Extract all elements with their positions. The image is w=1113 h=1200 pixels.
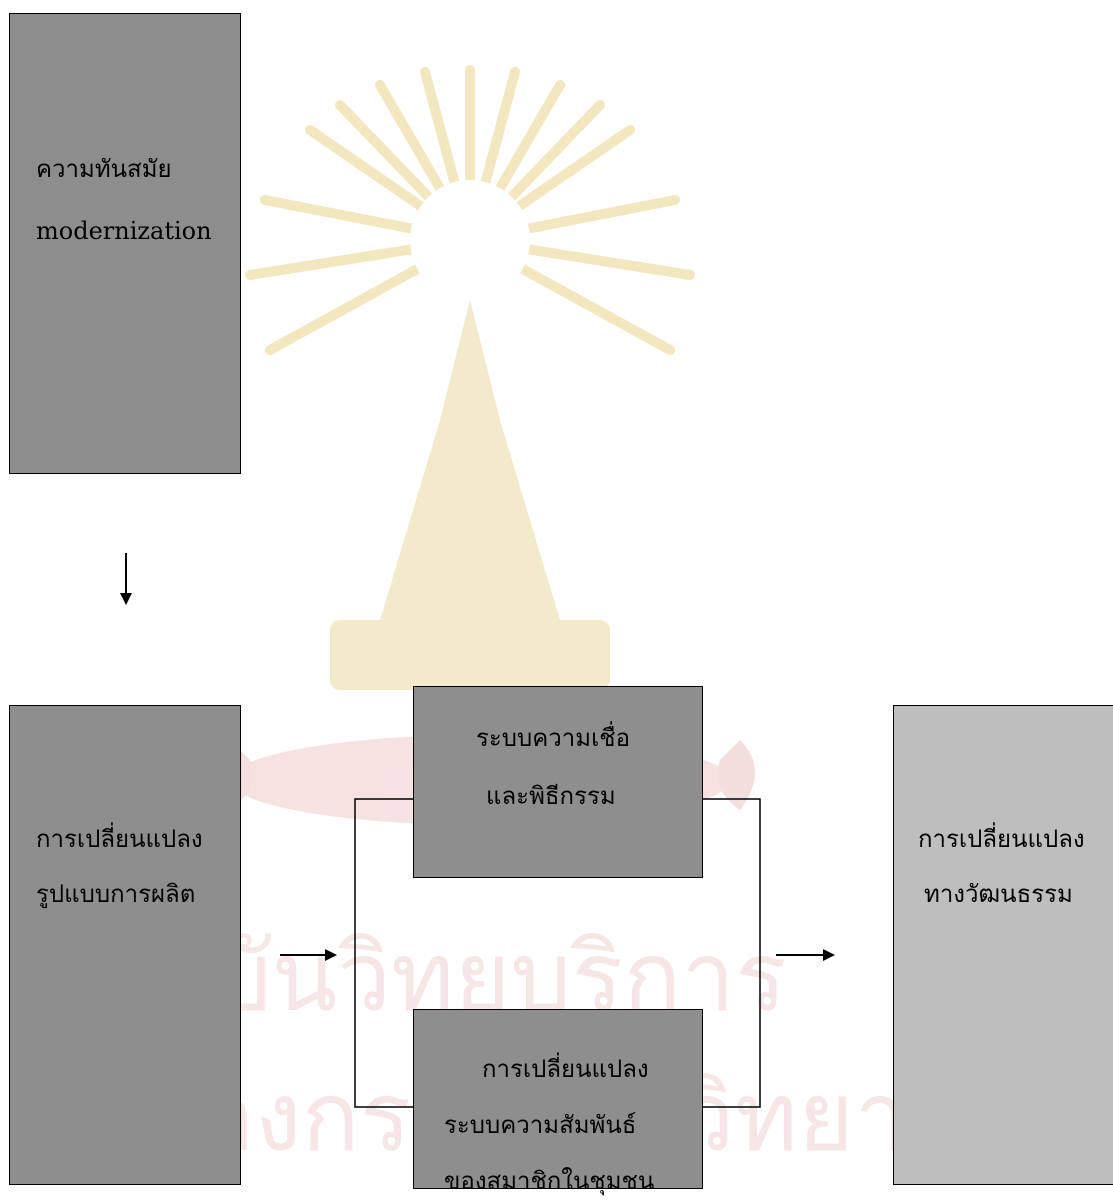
node-belief-ritual: ระบบความเชื่อ และพิธีกรรม xyxy=(413,686,703,878)
node-cultural-change-line2: ทางวัฒนธรรม xyxy=(924,880,1073,908)
right-bracket xyxy=(703,798,761,1108)
node-relationship-change-line3: ของสมาชิกในชุมชน xyxy=(444,1167,655,1195)
node-belief-ritual-line1: ระบบความเชื่อ xyxy=(476,724,630,752)
node-modernization: ความทันสมัย modernization xyxy=(9,13,241,474)
node-relationship-change-line1: การเปลี่ยนแปลง xyxy=(482,1055,649,1083)
node-production-change-line2: รูปแบบการผลิต xyxy=(36,880,196,908)
left-bracket xyxy=(354,798,413,1108)
node-relationship-change: การเปลี่ยนแปลง ระบบความสัมพันธ์ ของสมาชิ… xyxy=(413,1009,703,1195)
node-production-change-line1: การเปลี่ยนแปลง xyxy=(36,825,203,853)
node-cultural-change: การเปลี่ยนแปลง ทางวัฒนธรรม xyxy=(893,705,1113,1185)
node-relationship-change-line2: ระบบความสัมพันธ์ xyxy=(444,1111,637,1139)
node-production-change: การเปลี่ยนแปลง รูปแบบการผลิต xyxy=(9,705,241,1185)
node-modernization-label-th: ความทันสมัย xyxy=(36,155,172,183)
node-belief-ritual-line2: และพิธีกรรม xyxy=(486,782,616,810)
node-modernization-label-en: modernization xyxy=(36,217,212,245)
node-cultural-change-line1: การเปลี่ยนแปลง xyxy=(918,825,1085,853)
